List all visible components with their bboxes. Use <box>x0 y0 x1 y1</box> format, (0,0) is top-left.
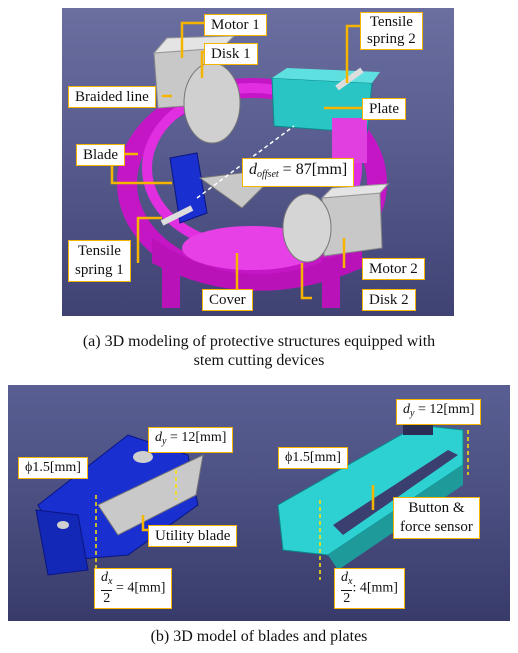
label-tensile-spring-2: Tensile spring 2 <box>360 12 423 50</box>
disk-1-shape <box>183 62 241 144</box>
label-braided-line: Braided line <box>68 86 156 108</box>
figure-b-render: dy = 12[mm] ϕ1.5[mm] Utility blade dx 2 … <box>8 385 510 621</box>
protective-structure-model <box>110 21 390 308</box>
label-dy-right: dy = 12[mm] <box>396 399 482 425</box>
tensile-spring-1-shape <box>160 205 194 226</box>
label-dx-left: dx 2 = 4[mm] <box>94 568 173 609</box>
blade-holder-shape <box>169 152 208 224</box>
button-force-sensor-shape <box>333 450 458 535</box>
caption-a-line-1: (a) 3D modeling of protective structures… <box>82 333 436 350</box>
label-cover: Cover <box>202 289 253 311</box>
cover-shape <box>152 238 362 291</box>
label-tensile-spring-1: Tensile spring 1 <box>68 240 131 282</box>
label-plate: Plate <box>362 98 406 120</box>
tensile-spring-2-shape <box>335 67 364 91</box>
label-utility-blade: Utility blade <box>148 525 238 547</box>
label-blade: Blade <box>76 144 125 166</box>
label-d-offset: doffset = 87[mm] <box>242 158 355 187</box>
label-motor-1: Motor 1 <box>204 14 267 36</box>
label-dy-left: dy = 12[mm] <box>148 427 234 453</box>
label-phi-left: ϕ1.5[mm] <box>18 457 88 479</box>
figure-a-render: Motor 1 Disk 1 Tensile spring 2 Braided … <box>62 8 454 316</box>
label-disk-1: Disk 1 <box>204 43 258 65</box>
utility-blade-shape <box>97 454 204 536</box>
label-disk-2: Disk 2 <box>362 289 416 311</box>
caption-a-line-2: stem cutting devices <box>193 352 325 369</box>
callout-leaders-b <box>141 485 375 532</box>
caption-b: (b) 3D model of blades and plates <box>150 628 368 645</box>
label-button-force-sensor: Button & force sensor <box>393 497 480 539</box>
disk-2-shape <box>282 193 332 263</box>
label-dx-right: dx 2 : 4[mm] <box>334 568 405 609</box>
label-phi-right: ϕ1.5[mm] <box>278 447 348 469</box>
label-motor-2: Motor 2 <box>362 258 425 280</box>
